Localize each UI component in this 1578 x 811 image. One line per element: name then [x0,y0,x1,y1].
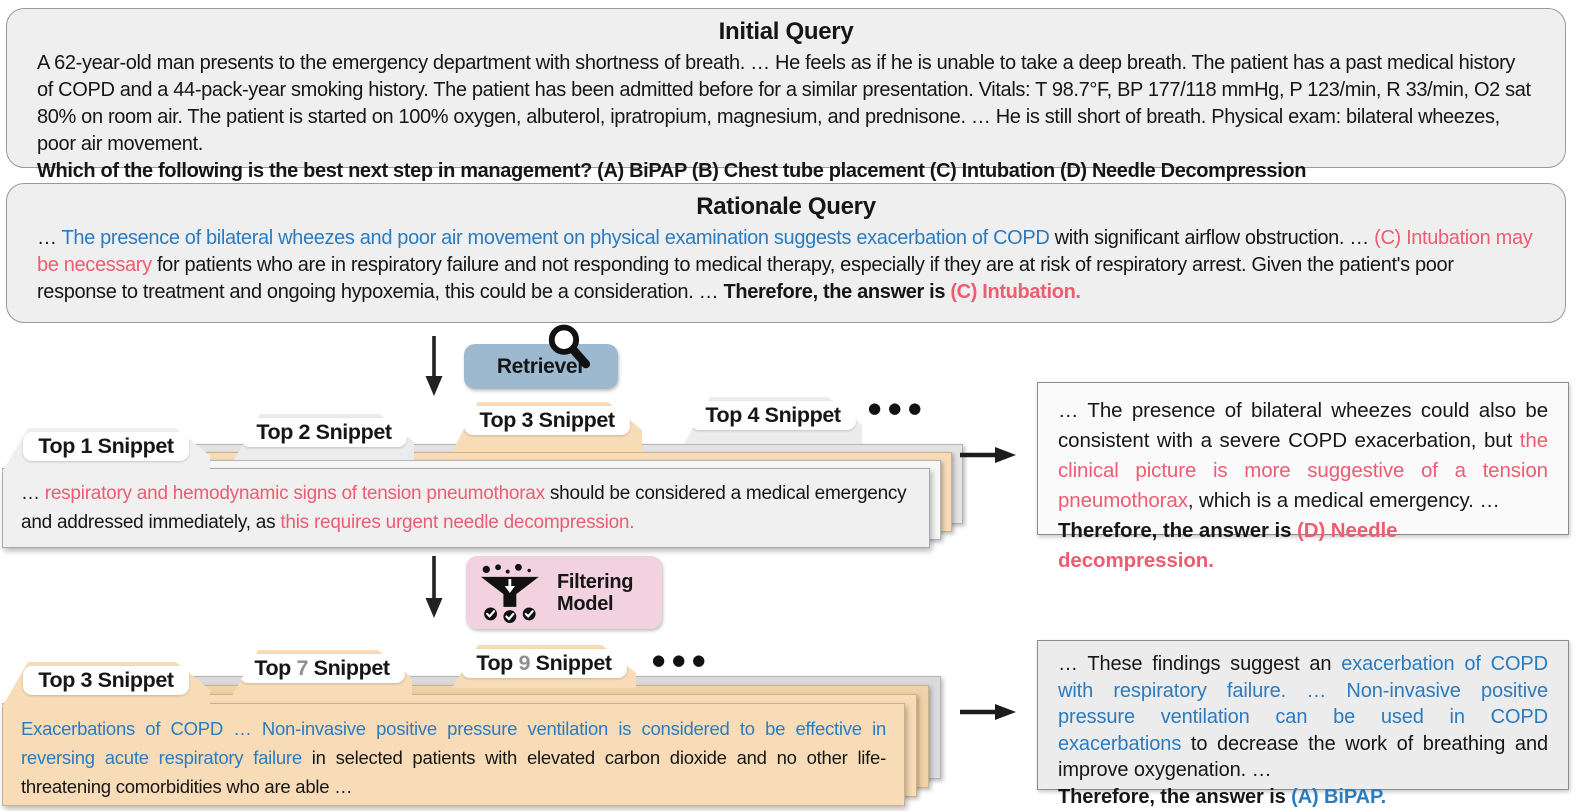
tab-label: Top 1 Snippet [23,432,188,461]
tab-label: Top 7 Snippet [239,654,404,683]
snippet-body-1: … respiratory and hemodynamic signs of t… [2,468,930,548]
funnel-icon [476,563,548,623]
tab-label: Top 3 Snippet [464,406,629,435]
down-arrow-icon [421,556,447,618]
initial-query-question: Which of the following is the best next … [37,160,1307,182]
initial-query-text: A 62-year-old man presents to the emerge… [37,52,1531,155]
tab-label: Top 3 Snippet [23,666,188,695]
ellipsis-icon: ●●● [868,399,929,417]
initial-query-title: Initial Query [718,18,854,45]
ellipsis-icon: ●●● [652,651,713,669]
tab-label: Top 4 Snippet [690,401,855,430]
tab-top-3-snippet: Top 3 Snippet [452,402,642,452]
answer1-therefore: Therefore, the answer is (D) Needle deco… [1058,519,1398,572]
answer-box-rejected: … The presence of bilateral wheezes coul… [1037,382,1569,572]
rationale-query-title: Rationale Query [696,193,876,220]
answer-box-accepted: … These findings suggest an exacerbation… [1037,640,1569,808]
tab-top-4-snippet: Top 4 Snippet [684,397,862,444]
filtering-model-box: Filtering Model [466,556,662,629]
rationale-query-box: Rationale Query … The presence of bilate… [6,183,1566,323]
answer2-therefore: Therefore, the answer is (A) BiPAP. [1058,785,1387,808]
down-arrow-icon [421,336,447,396]
tab-top-1-snippet: Top 1 Snippet [2,428,210,472]
answer2-text: … These findings suggest an exacerbation… [1058,653,1548,781]
tab-top-2-snippet: Top 2 Snippet [234,414,414,460]
flow-arrow-right-icon [960,446,1016,464]
tab-label: Top 2 Snippet [241,418,406,447]
retriever-box: Retriever [464,344,618,389]
answer1-text: … The presence of bilateral wheezes coul… [1058,399,1548,512]
magnifier-icon [543,321,593,373]
snippet-body-2: Exacerbations of COPD … Non-invasive pos… [2,703,905,806]
flow-arrow-right-icon [960,703,1016,721]
retriever-label: Retriever [496,354,586,378]
rationale-query-text: … The presence of bilateral wheezes and … [37,227,1533,303]
tab-label: Top 9 Snippet [461,649,626,678]
tab-top-3-snippet-filtered: Top 3 Snippet [2,662,210,707]
initial-query-box: Initial Query A 62-year-old man presents… [6,8,1566,182]
tab-top-9-snippet: Top 9 Snippet [452,645,636,688]
filtering-model-label: Filtering Model [557,570,634,615]
tab-top-7-snippet: Top 7 Snippet [232,650,412,696]
